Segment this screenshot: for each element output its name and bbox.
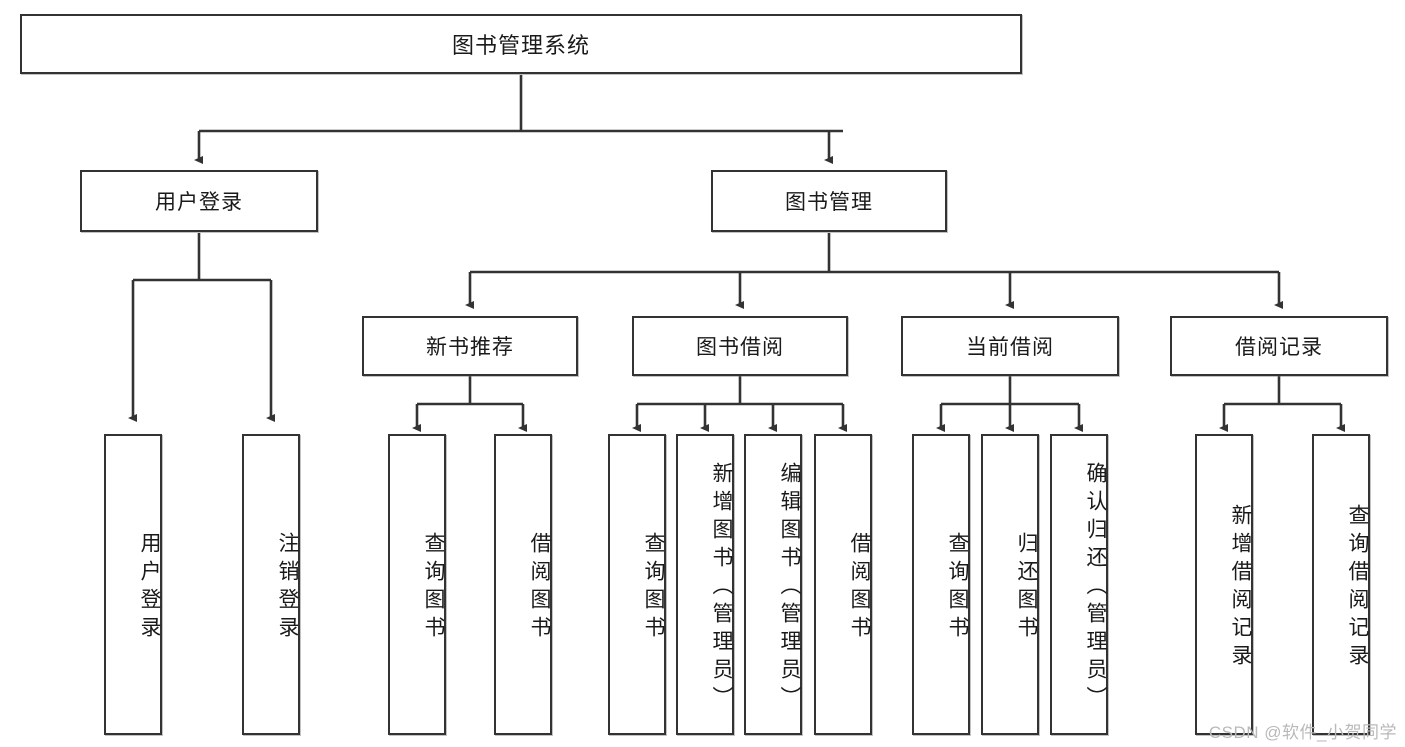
node-label: 注销登录 — [276, 531, 299, 644]
node-label: 用户登录 — [155, 191, 243, 214]
node-user-login[interactable]: 用户登录 — [80, 170, 318, 232]
leaf-book-borrow-borrow[interactable]: 借阅图书 — [814, 434, 872, 735]
node-current-borrow[interactable]: 当前借阅 — [901, 316, 1119, 376]
leaf-current-borrow-query[interactable]: 查询图书 — [912, 434, 970, 735]
node-label: 新增借阅记录 — [1229, 503, 1252, 672]
leaf-borrow-record-add[interactable]: 新增借阅记录 — [1195, 434, 1253, 735]
node-label: 查询图书 — [946, 531, 969, 644]
node-label: 当前借阅 — [966, 336, 1054, 359]
node-label: 图书管理 — [785, 191, 873, 214]
leaf-book-borrow-add[interactable]: 新增图书（管理员） — [676, 434, 734, 735]
leaf-current-borrow-return[interactable]: 归还图书 — [981, 434, 1039, 735]
node-book-management-system[interactable]: 图书管理系统 — [20, 14, 1022, 74]
node-book-management[interactable]: 图书管理 — [711, 170, 947, 232]
node-label: 新书推荐 — [426, 336, 514, 359]
node-label: 查询图书 — [642, 531, 665, 644]
node-borrow-record[interactable]: 借阅记录 — [1170, 316, 1388, 376]
leaf-book-borrow-edit[interactable]: 编辑图书（管理员） — [744, 434, 802, 735]
node-label: 编辑图书（管理员） — [778, 461, 801, 714]
node-label: 确认归还（管理员） — [1084, 461, 1107, 714]
node-label: 借阅记录 — [1235, 336, 1323, 359]
leaf-book-borrow-query[interactable]: 查询图书 — [608, 434, 666, 735]
node-label: 查询借阅记录 — [1346, 503, 1369, 672]
node-label: 新增图书（管理员） — [710, 461, 733, 714]
node-label: 借阅图书 — [848, 531, 871, 644]
leaf-current-borrow-confirm-return[interactable]: 确认归还（管理员） — [1050, 434, 1108, 735]
node-label: 归还图书 — [1015, 531, 1038, 644]
node-book-borrow[interactable]: 图书借阅 — [632, 316, 848, 376]
leaf-user-login-login[interactable]: 用户登录 — [104, 434, 162, 735]
node-label: 查询图书 — [422, 531, 445, 644]
node-label: 用户登录 — [138, 531, 161, 644]
leaf-borrow-record-query[interactable]: 查询借阅记录 — [1312, 434, 1370, 735]
watermark: CSDN @软件_小贺同学 — [1208, 723, 1397, 742]
node-label: 借阅图书 — [528, 531, 551, 644]
node-new-book-recommend[interactable]: 新书推荐 — [362, 316, 578, 376]
leaf-new-book-query[interactable]: 查询图书 — [388, 434, 446, 735]
leaf-user-login-logout[interactable]: 注销登录 — [242, 434, 300, 735]
node-label: 图书借阅 — [696, 336, 784, 359]
leaf-new-book-borrow[interactable]: 借阅图书 — [494, 434, 552, 735]
node-label: 图书管理系统 — [451, 33, 590, 58]
